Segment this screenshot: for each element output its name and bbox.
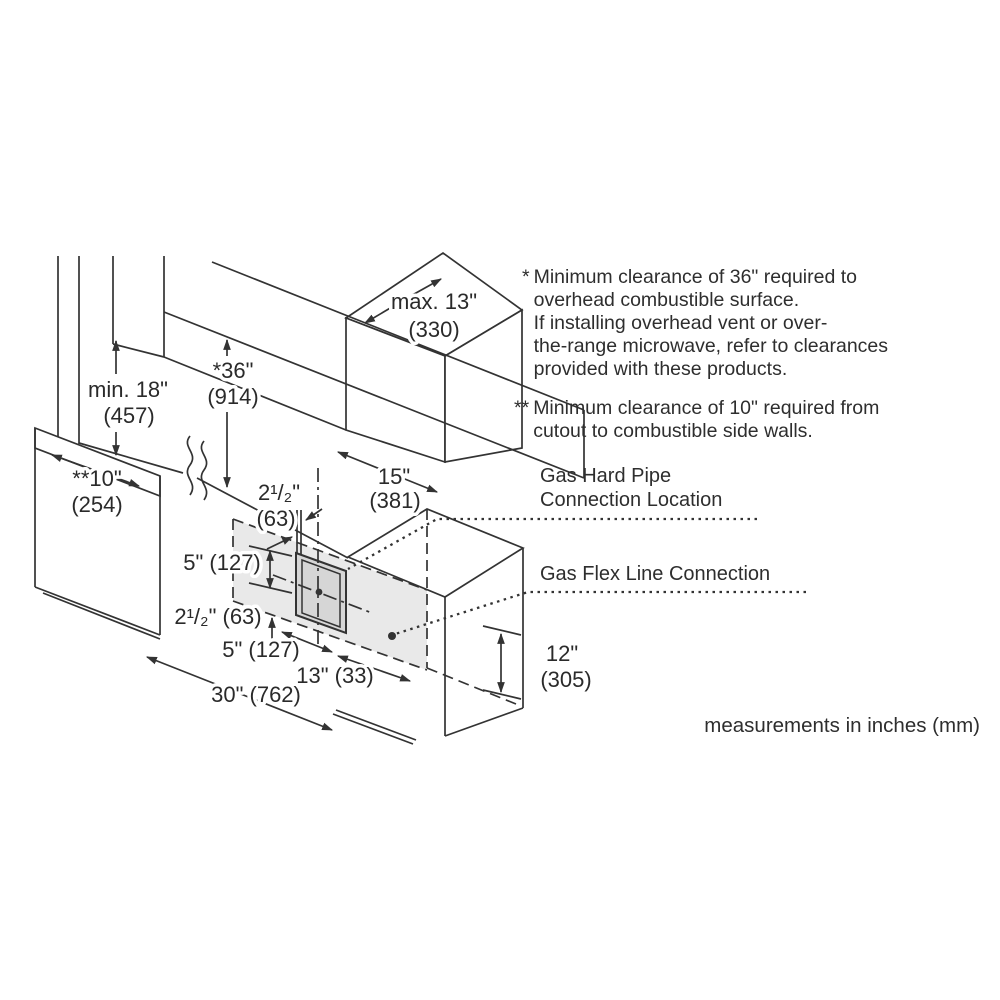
- footnote-line: cutout to combustible side walls.: [533, 420, 813, 442]
- dim-18-mm: (457): [103, 403, 154, 428]
- diagram-solid-lines: [34, 256, 585, 745]
- right-cabinet-outline: [444, 548, 524, 737]
- dim-15-label: 15": [378, 464, 410, 489]
- wall-corner-lines: [57, 256, 80, 444]
- footnote-10-marker: **: [514, 397, 530, 419]
- dim-5-left-label: 5" (127): [183, 550, 261, 575]
- footnote-line: Minimum clearance of 10" required from: [533, 397, 880, 419]
- dim-2half-top-label: 2¹/₂": [258, 480, 300, 505]
- flex-callout: Gas Flex Line Connection: [540, 562, 770, 586]
- dim-13-label: 13" (33): [296, 663, 374, 688]
- dim-36-mm: (914): [207, 384, 258, 409]
- dim-18-label: min. 18": [88, 377, 168, 402]
- dimension-arrows: [50, 278, 505, 731]
- overhead-box-right-face: [444, 308, 523, 464]
- flex-leader-line: [391, 590, 806, 637]
- gas-connection-box-inner: [301, 558, 341, 629]
- arrow-2half-top-left: [266, 536, 293, 550]
- units-note: measurements in inches (mm): [704, 714, 980, 737]
- footnote-36-marker: *: [522, 266, 530, 288]
- dim-30-label: 30" (762): [211, 682, 301, 707]
- floor-baseboard-lines: [332, 709, 417, 745]
- arrow-30: [145, 656, 334, 731]
- upper-left-cabinet: [112, 256, 165, 358]
- hard-pipe-callout-line1: Gas Hard Pipe: [540, 465, 672, 487]
- left-cabinet-outline: [34, 428, 161, 640]
- footnote-10-text: Minimum clearance of 10" required from c…: [533, 397, 879, 443]
- footnote-36-text: Minimum clearance of 36" required to ove…: [534, 266, 888, 381]
- hard-pipe-center-dot: [315, 588, 323, 596]
- footnote-line: Minimum clearance of 36" required to: [533, 266, 858, 288]
- hard-pipe-callout-line2: Connection Location: [540, 489, 723, 511]
- footnote-line: the-range microwave, refer to clearances: [533, 335, 889, 357]
- dim-10-mm: (254): [71, 492, 122, 517]
- arrow-10: [50, 454, 141, 487]
- arrow-max13-upper: [406, 278, 442, 299]
- dim-10-label: **10": [72, 466, 121, 491]
- arrow-5-bottom: [280, 631, 334, 653]
- footnote-line: provided with these products.: [533, 358, 788, 380]
- dim-15-mm: (381): [369, 488, 420, 513]
- arrow-2half-top-right: [305, 508, 323, 521]
- arrow-15: [336, 451, 439, 493]
- footnote-10: ** Minimum clearance of 10" required fro…: [514, 397, 879, 443]
- centerlines: [272, 468, 373, 648]
- flex-connection-dot: [388, 632, 396, 640]
- horizontal-centerline: [272, 574, 373, 614]
- dim-overhead-depth-label: max. 13": [391, 289, 477, 314]
- dim-2half-bottom-label: 2¹/₂" (63): [174, 604, 261, 629]
- dim-12-mm: (305): [540, 667, 591, 692]
- arrow-max13-lower: [364, 306, 393, 324]
- dimension-labels: max. 13" (330) *36" (914) min. 18" (457)…: [68, 286, 595, 711]
- dim-12-label: 12": [546, 641, 578, 666]
- dim-12-extension-ticks: [482, 625, 522, 700]
- flex-callout-line: Gas Flex Line Connection: [540, 563, 771, 585]
- gas-pipe-stub: [296, 510, 302, 556]
- footnote-36: * Minimum clearance of 36" required to o…: [522, 266, 888, 381]
- footnote-line: overhead combustible surface.: [533, 289, 800, 311]
- dim-5-bottom-label: 5" (127): [222, 637, 300, 662]
- footnote-line: If installing overhead vent or over-: [533, 312, 828, 334]
- soffit-band: [163, 261, 585, 479]
- right-cabinet-hidden-edges: [426, 509, 522, 707]
- wall-break-squiggle: [186, 435, 208, 501]
- dim-overhead-depth-mm: (330): [408, 317, 459, 342]
- arrow-13: [336, 655, 412, 682]
- dim-2half-top-mm: (63): [256, 506, 295, 531]
- hard-pipe-leader-line: [347, 517, 757, 571]
- hard-pipe-callout: Gas Hard Pipe Connection Location: [540, 464, 722, 512]
- callout-leaders: [315, 517, 806, 640]
- dim-36-label: *36": [213, 358, 254, 383]
